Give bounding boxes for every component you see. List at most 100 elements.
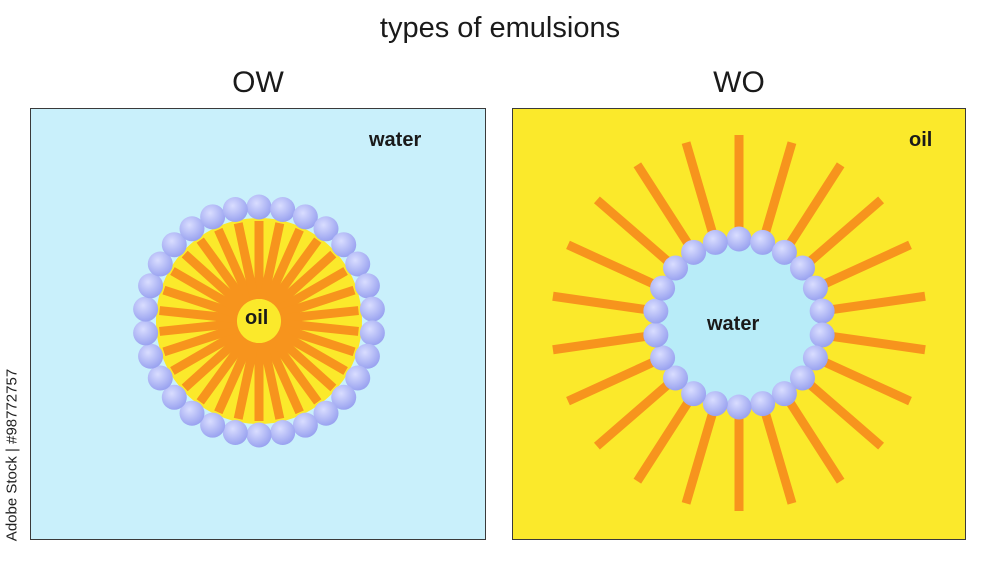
surfactant-tail [552, 332, 646, 355]
surfactant-tail [159, 318, 238, 336]
surfactant-head [681, 239, 707, 265]
wo-dispersed-phase-label: water [707, 313, 760, 335]
surfactant-head [246, 422, 272, 448]
surfactant-tail [181, 250, 246, 310]
surfactant-tail [196, 336, 250, 405]
surfactant-head [147, 251, 173, 277]
surfactant-tail [278, 285, 356, 319]
surfactant-head [650, 275, 676, 301]
surfactant-tail [552, 291, 646, 314]
surfactant-head [663, 365, 689, 391]
surfactant-head [345, 365, 371, 391]
surfactant-head [270, 196, 296, 222]
surfactant-tail [263, 339, 304, 415]
surfactant-tail [761, 412, 797, 505]
surfactant-tail [280, 318, 359, 336]
surfactant-tail [162, 323, 240, 357]
surfactant-head [809, 322, 835, 348]
surfactant-head [650, 345, 676, 371]
surfactant-tail [275, 328, 348, 375]
surfactant-head [222, 420, 248, 446]
surfactant-head [345, 251, 371, 277]
surfactant-tail [832, 332, 926, 355]
surfactant-head [138, 343, 164, 369]
surfactant-head [161, 384, 187, 410]
page-title: types of emulsions [379, 12, 621, 44]
surfactant-head [138, 273, 164, 299]
surfactant-tail [786, 162, 845, 246]
surfactant-head [313, 216, 339, 242]
surfactant-head [726, 394, 752, 420]
surfactant-tail [259, 341, 285, 420]
surfactant-tail [214, 227, 255, 303]
surfactant-tail [170, 267, 243, 314]
surfactant-head [359, 320, 385, 346]
surfactant-tail [214, 339, 255, 415]
surfactant-head [313, 400, 339, 426]
surfactant-head [246, 194, 272, 220]
surfactant-head [702, 229, 728, 255]
wo-micelle-diagram [513, 109, 965, 539]
surfactant-tail [786, 400, 845, 484]
surfactant-head [331, 232, 357, 258]
surfactant-tail [566, 358, 655, 406]
surfactant-head [200, 412, 226, 438]
watermark: Adobe Stock | #98772757 [2, 350, 22, 560]
surfactant-tail [681, 141, 717, 234]
ow-panel-title: OW [232, 66, 284, 99]
surfactant-tail [196, 237, 250, 306]
surfactant-tail [275, 267, 348, 314]
surfactant-tail [823, 240, 912, 288]
surfactant-tail [272, 332, 337, 392]
ow-dispersed-phase-label: oil [245, 307, 269, 329]
surfactant-head [771, 239, 797, 265]
surfactant-head [771, 381, 797, 407]
surfactant-head [789, 255, 815, 281]
surfactant-head [750, 391, 776, 417]
surfactant-tail [272, 250, 337, 310]
surfactant-tail [280, 306, 359, 324]
watermark-text: Adobe Stock | #98772757 [3, 368, 21, 542]
surfactant-head [161, 232, 187, 258]
surfactant-head [133, 320, 159, 346]
wo-emulsion-panel: oil water [512, 108, 966, 540]
surfactant-head [750, 229, 776, 255]
surfactant-tail [633, 400, 692, 484]
surfactant-head [643, 298, 669, 324]
surfactant-tail [807, 381, 885, 450]
surfactant-tail [681, 412, 717, 505]
surfactant-head [789, 365, 815, 391]
surfactant-head [292, 412, 318, 438]
wo-panel-title: WO [713, 66, 765, 99]
surfactant-head [802, 275, 828, 301]
ow-emulsion-panel: water oil [30, 108, 486, 540]
surfactant-head [359, 296, 385, 322]
surfactant-head [222, 196, 248, 222]
surfactant-tail [807, 196, 885, 265]
surfactant-head [802, 345, 828, 371]
surfactant-tail [823, 358, 912, 406]
ow-micelle-diagram [31, 109, 485, 539]
surfactant-tail [170, 328, 243, 375]
surfactant-tail [593, 381, 671, 450]
surfactant-tail [162, 285, 240, 319]
surfactant-tail [278, 323, 356, 357]
surfactant-tail [761, 141, 797, 234]
surfactant-tail [633, 162, 692, 246]
ow-continuous-phase-label: water [369, 129, 422, 151]
surfactant-head [354, 273, 380, 299]
surfactant-tail [181, 332, 246, 392]
surfactant-head [726, 226, 752, 252]
surfactant-head [133, 296, 159, 322]
surfactant-tail [593, 196, 671, 265]
surfactant-head [663, 255, 689, 281]
surfactant-tail [566, 240, 655, 288]
surfactant-tail [259, 222, 285, 301]
surfactant-head [354, 343, 380, 369]
surfactant-head [179, 400, 205, 426]
surfactant-head [200, 204, 226, 230]
water-droplet [659, 243, 819, 403]
surfactant-head [292, 204, 318, 230]
surfactant-tail [233, 341, 259, 420]
surfactant-head [681, 381, 707, 407]
